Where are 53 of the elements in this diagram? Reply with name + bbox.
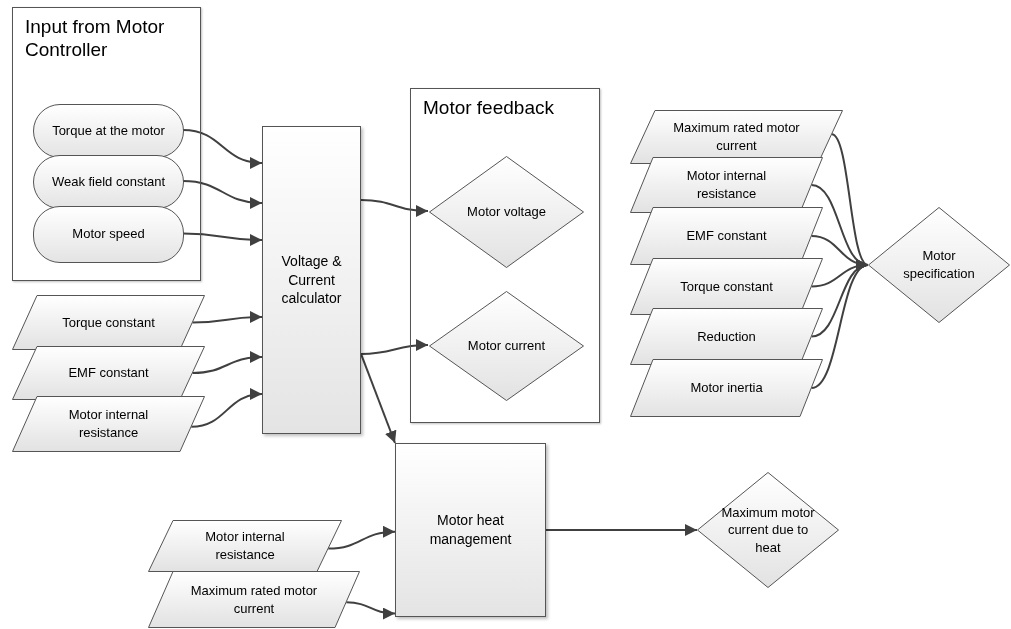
group-panel [410, 88, 600, 423]
node-text: Maximum rated motor current [672, 119, 801, 155]
data-parallelogram [12, 396, 205, 452]
node-text: Torque constant [680, 277, 773, 296]
arrow [360, 198, 429, 217]
node-text: Weak field constant [51, 173, 166, 191]
arrow [360, 352, 397, 444]
decision-diamond [697, 472, 839, 588]
node-text: EMF constant [686, 227, 767, 245]
arrow [545, 524, 698, 536]
data-parallelogram [630, 308, 823, 365]
node-text: Reduction [697, 327, 756, 346]
decision-diamond [868, 207, 1010, 323]
node-text: Maximum rated motor current [189, 581, 319, 618]
node-text: Motor internal resistance [204, 528, 286, 564]
group-panel [12, 7, 201, 281]
node-text: Torque constant [62, 313, 155, 332]
decision-diamond [429, 291, 584, 401]
data-parallelogram [12, 346, 205, 400]
arrow [182, 180, 263, 209]
node-text: Torque at the motor [52, 122, 165, 140]
node-text: Input from Motor Controller [25, 16, 166, 62]
decision-diamond [429, 156, 584, 268]
arrow [182, 232, 263, 246]
data-parallelogram [12, 295, 205, 350]
arrow [191, 351, 263, 374]
node-text: Motor feedback [423, 97, 555, 120]
data-parallelogram [148, 571, 360, 628]
node-text: Maximum motor current due to heat [720, 503, 816, 557]
node-text: Motor internal resistance [67, 406, 150, 442]
node-text: Motor inertia [690, 379, 763, 397]
node-text: Voltage & Current calculator [280, 251, 343, 309]
node-text: Motor specification [902, 247, 976, 283]
data-parallelogram [148, 520, 342, 572]
arrow [345, 601, 396, 620]
data-parallelogram [630, 359, 823, 417]
process-box [395, 443, 546, 617]
arrow [327, 526, 396, 550]
terminator-shape [33, 104, 184, 158]
arrow [190, 388, 263, 428]
node-text: Motor current [467, 337, 546, 355]
arrow [360, 339, 429, 355]
node-text: Motor internal resistance [685, 167, 768, 203]
node-text: Motor speed [72, 226, 145, 243]
terminator-shape [33, 155, 184, 209]
terminator-shape [33, 206, 184, 263]
node-text: Motor heat management [428, 511, 513, 549]
process-box [262, 126, 361, 434]
node-text: EMF constant [68, 364, 149, 382]
arrow [830, 133, 869, 266]
arrow [191, 311, 263, 324]
node-text: Motor voltage [467, 203, 546, 221]
arrow [182, 129, 263, 169]
